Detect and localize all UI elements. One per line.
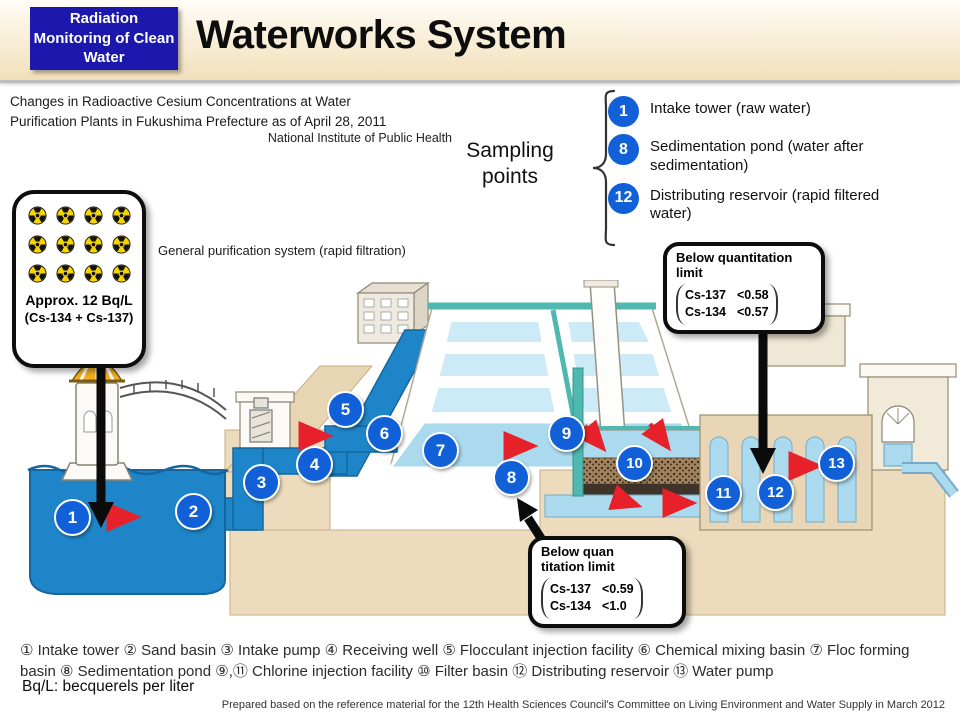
marker-5: 5 [327,391,364,428]
measurement-row: Cs-137 <0.59 [550,581,634,599]
marker-2: 2 [175,493,212,530]
attribution: National Institute of Public Health [267,131,452,145]
subtitle: Changes in Radioactive Cesium Concentrat… [10,92,462,131]
measurement-rows: Cs-137 <0.58 Cs-134 <0.57 [676,283,778,325]
isotope-value: <0.58 [737,287,769,302]
source-note: Prepared based on the reference material… [221,699,945,711]
callout-title: Below quantitation limit [676,250,793,280]
sampling-marker-1: 1 [608,96,639,127]
raw-water-isotopes: (Cs-134 + Cs-137) [24,310,134,325]
marker-4: 4 [296,446,333,483]
flow-arrow-curved-1 [575,419,607,453]
sampling-marker-12: 12 [608,182,639,214]
sampling-marker-8: 8 [608,134,639,165]
radiation-icon [111,206,131,225]
sampling-item-label: Intake tower (raw water) [650,100,811,117]
page-title: Waterworks System [196,13,567,57]
radiation-icon [27,264,47,283]
measurement-row: Cs-134 <0.57 [685,304,769,322]
raw-water-callout: Approx. 12 Bq/L (Cs-134 + Cs-137) [12,190,146,368]
radiation-icon [55,264,75,283]
marker-11: 11 [705,475,742,512]
marker-6: 6 [366,415,403,452]
measurement-row: Cs-137 <0.58 [685,287,769,305]
ground-mid [229,529,541,616]
marker-3: 3 [243,464,280,501]
marker-1: 1 [54,499,91,536]
callout-distributing-reservoir: Below quantitation limit Cs-137 <0.58 Cs… [663,242,825,334]
flow-arrow-curved-3 [608,484,643,510]
isotope-label: Cs-134 [550,599,591,614]
sampling-item-intake: 1 Intake tower (raw water) [608,96,938,127]
marker-9: 9 [548,415,585,452]
radiation-icon [111,235,131,254]
flow-arrow-curved-2 [641,418,672,452]
process-legend: ① Intake tower ② Sand basin ③ Intake pum… [20,642,910,680]
radiation-icon [83,206,103,225]
measurement-row: Cs-134 <1.0 [550,598,634,616]
subtitle-line2: Purification Plants in Fukushima Prefect… [10,113,387,129]
brace-icon [592,89,616,247]
callout-title-line2: titation limit [541,558,615,574]
radiation-icon [27,206,47,225]
sampling-points-label: Sampling points [466,139,554,189]
marker-12: 12 [757,474,794,511]
isotope-label: Cs-137 [550,581,591,596]
isotope-label: Cs-137 [685,287,726,302]
sampling-list: 1 Intake tower (raw water) 8 Sedimentati… [608,96,938,231]
marker-13: 13 [818,445,855,482]
radiation-icon [55,206,75,225]
isotope-value: <0.59 [602,581,634,596]
radiation-icon [27,235,47,254]
isotope-label: Cs-134 [685,305,726,320]
radiation-icon [111,264,131,283]
outlet-pipe [902,462,959,498]
marker-7: 7 [422,432,459,469]
isotope-value: <0.57 [737,305,769,320]
measurement-rows: Cs-137 <0.59 Cs-134 <1.0 [541,577,643,619]
callout-title-line1: Below quan [541,544,614,559]
marker-10: 10 [616,445,653,482]
isotope-value: <1.0 [602,599,627,614]
radiation-icon [83,264,103,283]
sampling-item-label: Sedimentation pond (water after sediment… [650,138,864,174]
flow-arrows [106,418,824,532]
sampling-item-label: Distributing reservoir (rapid filtered w… [650,186,880,223]
radiation-grid [16,206,142,283]
subtitle-line1: Changes in Radioactive Cesium Concentrat… [10,94,351,109]
radiation-icon [83,235,103,254]
sampling-item-sedimentation: 8 Sedimentation pond (water after sedime… [608,134,938,176]
sampling-item-reservoir: 12 Distributing reservoir (rapid filtere… [608,182,938,225]
diagram-caption: General purification system (rapid filtr… [158,243,406,258]
radiation-icon [55,235,75,254]
raw-water-value: Approx. 12 Bq/L [25,292,133,308]
callout-sedimentation-pond: Below quan titation limit Cs-137 <0.59 C… [528,536,686,628]
series-badge: Radiation Monitoring of Clean Water [30,7,178,70]
marker-8: 8 [493,459,530,496]
header-band: Radiation Monitoring of Clean Water Wate… [0,0,960,83]
unit-note: Bq/L: becquerels per liter [22,678,195,695]
pump-house [859,363,957,471]
